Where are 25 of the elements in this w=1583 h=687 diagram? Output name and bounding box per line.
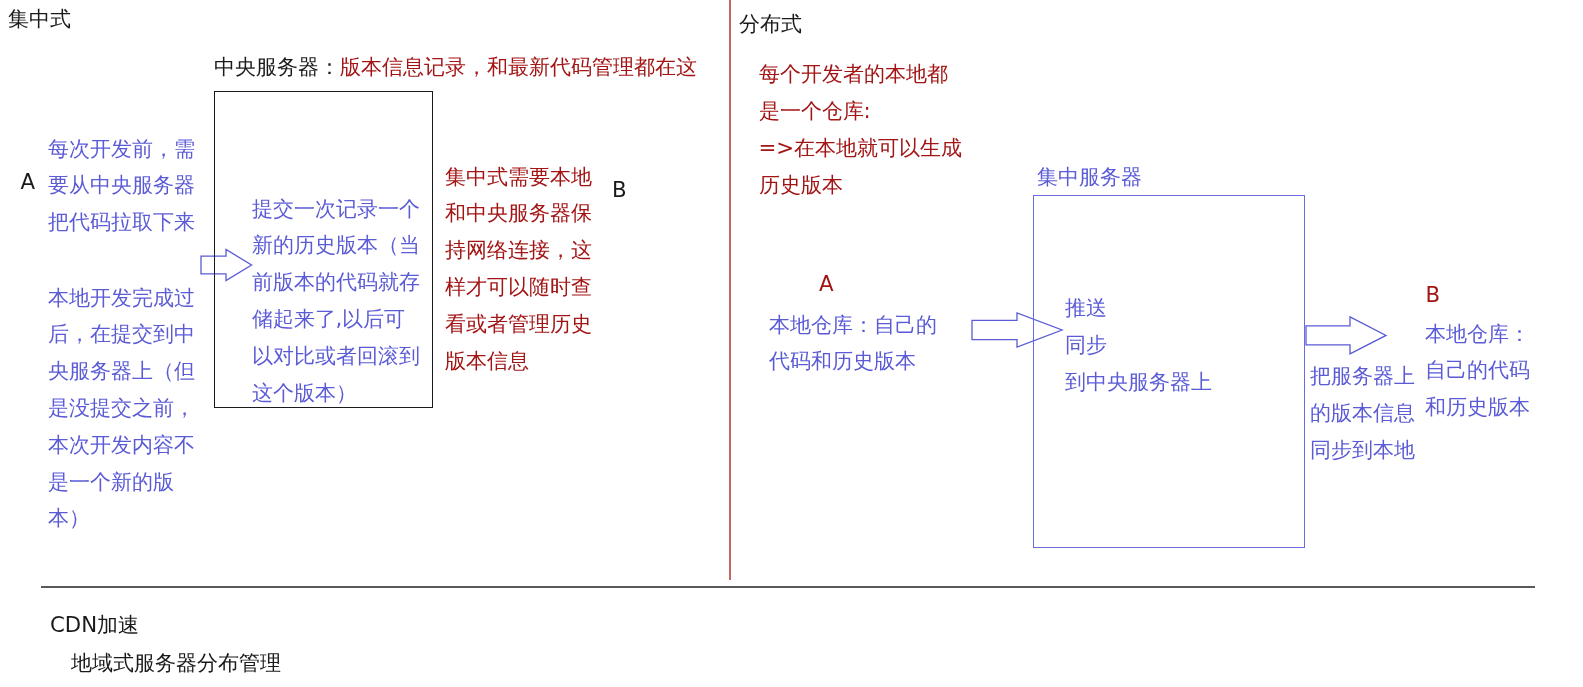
note-text: 本地仓库：自己的代码和历史版本 [1424, 319, 1531, 422]
note-text: 本地开发完成过后，在提交到中央服务器上（但是没提交之前，本次开发内容不是一个新的版本） [48, 283, 196, 533]
box-heading: 中央服务器： [214, 54, 340, 80]
note-text: 集中式需要本地和中央服务器保持网络连接，这样才可以随时查看或者管理历史版本信息 [445, 162, 593, 375]
section-title: CDN加速 [50, 611, 140, 640]
note-text: 每个开发者的本地都是一个仓库: [758, 59, 949, 125]
box-text: 提交一次记录一个新的历史版本（当前版本的代码就存储起来了,以后可以对比或者回滚到这个版本） [251, 194, 421, 407]
letter-label: B [612, 176, 627, 205]
note-text: 每次开发前，需要从中央服务器把代码拉取下来 [48, 134, 196, 237]
block-arrow [971, 312, 1064, 348]
section-title: 分布式 [739, 10, 802, 39]
note-text: 本地仓库：自己的代码和历史版本 [769, 310, 938, 376]
box-text: 到中央服务器上 [1065, 367, 1212, 396]
block-arrow [1305, 315, 1388, 355]
note-text: =>在本地就可以生成历史版本 [758, 134, 964, 199]
letter-label: A [819, 270, 834, 299]
note-text: 地域式服务器分布管理 [70, 648, 281, 677]
section-title: 集中式 [8, 4, 71, 33]
heading-note: 版本信息记录，和最新代码管理都在这 [340, 54, 697, 80]
box-title: 集中服务器 [1036, 162, 1142, 191]
box-text: 同步 [1065, 330, 1107, 359]
letter-label: B [1425, 281, 1441, 310]
block-arrow [200, 248, 253, 282]
box-text: 推送 [1065, 294, 1107, 322]
letter-label: A [20, 167, 36, 196]
